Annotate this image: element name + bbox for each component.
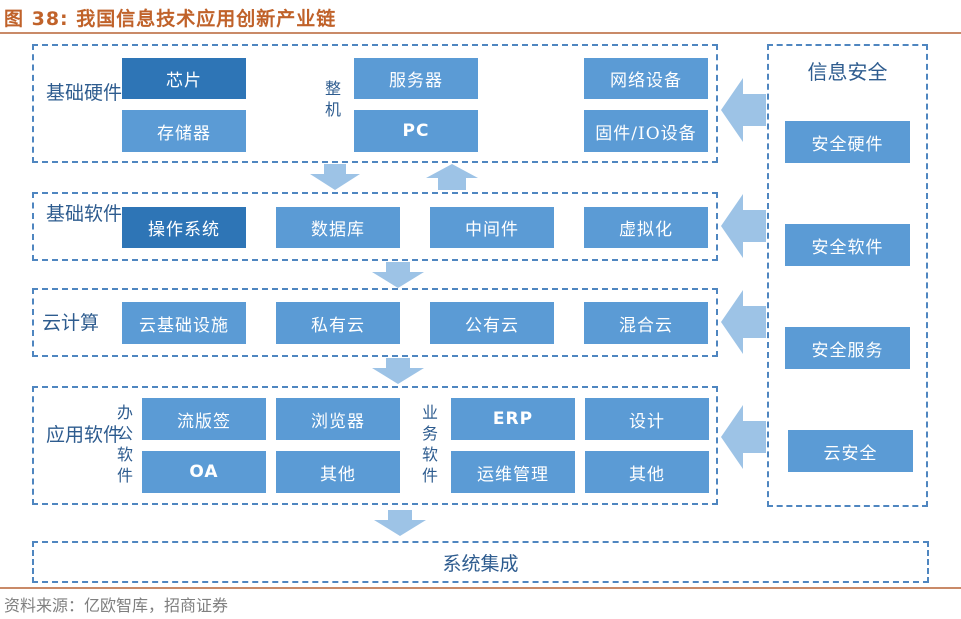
business-software-label: 业务软件 — [421, 403, 438, 485]
cloud-security-box: 云安全 — [788, 430, 913, 472]
virtualization-box: 虚拟化 — [584, 207, 708, 248]
office-other-box: 其他 — [276, 451, 400, 493]
arrow-down-icon — [310, 164, 360, 190]
erp-box: ERP — [451, 398, 575, 440]
whole-machine-label: 整机 — [324, 79, 341, 119]
application-layer-label: 应用软件 — [46, 424, 123, 446]
application-layer — [32, 386, 718, 505]
integration-layer: 系统集成 — [32, 541, 929, 583]
security-panel — [767, 44, 928, 507]
integration-label: 系统集成 — [442, 552, 519, 575]
chip-box: 芯片 — [122, 58, 246, 99]
arrow-left-icon — [721, 290, 766, 354]
software-layer-label: 基础软件 — [46, 203, 123, 225]
private-cloud-box: 私有云 — [276, 302, 400, 344]
arrow-left-icon — [721, 194, 766, 258]
security-service-box: 安全服务 — [785, 327, 910, 369]
cloud-layer — [32, 288, 718, 357]
business-other-box: 其他 — [585, 451, 709, 493]
hardware-layer — [32, 44, 718, 163]
ops-management-box: 运维管理 — [451, 451, 575, 493]
arrow-left-icon — [721, 78, 766, 142]
hybrid-cloud-box: 混合云 — [584, 302, 708, 344]
arrow-down-icon — [374, 510, 426, 536]
public-cloud-box: 公有云 — [430, 302, 554, 344]
figure-title: 图 38: 我国信息技术应用创新产业链 — [4, 8, 337, 30]
server-box: 服务器 — [354, 58, 478, 99]
oa-box: OA — [142, 451, 266, 493]
hardware-layer-label: 基础硬件 — [46, 82, 123, 104]
security-hardware-box: 安全硬件 — [785, 121, 910, 163]
cloud-infrastructure-box: 云基础设施 — [122, 302, 246, 344]
software-layer — [32, 192, 718, 261]
security-title: 信息安全 — [807, 60, 888, 84]
layout-sign-box: 流版签 — [142, 398, 266, 440]
storage-box: 存储器 — [122, 110, 246, 152]
office-software-label: 办公软件 — [116, 403, 133, 485]
browser-box: 浏览器 — [276, 398, 400, 440]
middleware-box: 中间件 — [430, 207, 554, 248]
source-rule — [0, 587, 961, 589]
os-box: 操作系统 — [122, 207, 246, 248]
network-device-box: 网络设备 — [584, 58, 708, 99]
database-box: 数据库 — [276, 207, 400, 248]
cloud-layer-label: 云计算 — [42, 312, 100, 334]
arrow-down-icon — [372, 262, 424, 288]
arrow-left-icon — [721, 405, 766, 469]
security-software-box: 安全软件 — [785, 224, 910, 266]
arrow-down-icon — [372, 358, 424, 384]
source-note: 资料来源：亿欧智库，招商证券 — [4, 596, 229, 615]
title-rule — [0, 32, 961, 34]
firmware-io-box: 固件/IO设备 — [584, 110, 708, 152]
pc-box: PC — [354, 110, 478, 152]
design-box: 设计 — [585, 398, 709, 440]
arrow-up-icon — [426, 164, 478, 190]
